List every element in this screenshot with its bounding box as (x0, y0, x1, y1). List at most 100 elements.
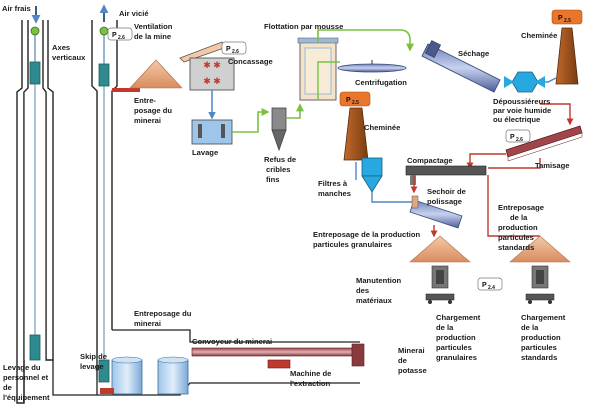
skip-loader (100, 388, 114, 394)
label-manutention-3: matériaux (356, 296, 393, 305)
label-entreposage-std-5: standards (498, 243, 534, 252)
label-charg-gran-1: Chargement (436, 313, 481, 322)
top-chimney (551, 9, 583, 85)
pm-badge-crushing: P 2.6 (221, 41, 247, 55)
label-manutention-2: des (356, 286, 369, 295)
label-entreposage-std-2: de la (510, 213, 528, 222)
label-charg-gran-5: granulaires (436, 353, 477, 362)
granular-loading (425, 265, 455, 304)
left-shaft-cage-bottom (29, 334, 41, 361)
ore-pile-top (129, 59, 183, 89)
label-charg-std-4: particules (521, 343, 557, 352)
standard-storage-pile (509, 235, 571, 263)
left-shaft-cage-top (29, 61, 41, 85)
label-sechoir-1: Sechoir de (427, 187, 466, 196)
label-air-frais: Air frais (2, 4, 31, 13)
mid-chimney (339, 91, 371, 161)
label-machine-2: l'extraction (290, 379, 331, 388)
label-air-vicie: Air vicié (119, 9, 149, 18)
svg-text:2.6: 2.6 (118, 35, 125, 41)
label-charg-gran-2: de la (436, 323, 454, 332)
compaction-unit (405, 165, 487, 185)
label-skip-1: Skip de (80, 352, 107, 361)
label-entreposage-std-3: production (498, 223, 538, 232)
screen-rejects-cone (271, 107, 287, 152)
label-cheminee-top: Cheminée (521, 31, 557, 40)
label-entreposage-std-4: particules (498, 233, 534, 242)
label-entreposage-2: posage du (134, 106, 172, 115)
label-ventilation-2: de la mine (134, 32, 171, 41)
label-minerai-potasse-3: potasse (398, 366, 427, 375)
svg-text:2.6: 2.6 (232, 49, 239, 55)
label-refus-2: cribles (266, 165, 290, 174)
label-entreposage-gran-1: Entreposage de la production (313, 230, 421, 239)
label-charg-gran-3: production (436, 333, 476, 342)
svg-text:P: P (346, 97, 351, 104)
label-concassage: Concassage (228, 57, 273, 66)
pm-badge-mid-chimney: P 2.5 (346, 97, 359, 106)
left-shaft-fan-icon (30, 26, 40, 36)
label-centrifugation: Centrifugation (355, 78, 407, 87)
right-shaft-fan-icon (99, 26, 109, 36)
label-levage-4: l'équipement (3, 393, 50, 402)
svg-text:2.4: 2.4 (488, 285, 495, 291)
dust-collector (504, 71, 545, 93)
label-entreposage-gran-2: particules granulaires (313, 240, 392, 249)
label-depoussiereurs-1: Dépoussiéreurs (493, 97, 550, 106)
ore-conveyor (191, 343, 365, 369)
pm-badge-sieving: P 2.6 (505, 129, 531, 143)
label-convoyeur: Convoyeur du minerai (192, 337, 272, 346)
crusher-gear-icon: ✱ ✱ (203, 60, 221, 70)
bag-filter (361, 157, 383, 193)
label-charg-std-2: de la (521, 323, 539, 332)
washing-tank (191, 119, 233, 145)
label-filtres-1: Filtres à (318, 179, 348, 188)
centrifuge (337, 60, 407, 73)
svg-text:P: P (112, 32, 117, 39)
label-sechoir-2: polissage (427, 197, 462, 206)
label-compactage: Compactage (407, 156, 453, 165)
svg-text:2.6: 2.6 (516, 137, 523, 143)
label-flottation: Flottation par mousse (264, 22, 343, 31)
label-charg-std-3: production (521, 333, 561, 342)
drying-kiln (421, 40, 501, 93)
label-minerai-potasse-2: de (398, 356, 407, 365)
label-levage-2: personnel et (3, 373, 49, 382)
label-charg-std-1: Chargement (521, 313, 566, 322)
label-cheminee-mid: Cheminée (364, 123, 400, 132)
label-levage-3: de (3, 383, 12, 392)
label-axes-1: Axes (52, 43, 70, 52)
sieving-screen (505, 125, 583, 162)
pm-badge-top-chimney: P 2.5 (558, 15, 571, 24)
granular-storage-pile (409, 235, 471, 263)
label-depoussiereurs-2: par voie humide (493, 106, 551, 115)
svg-text:P: P (482, 282, 487, 289)
label-charg-std-5: standards (521, 353, 557, 362)
polishing-dryer (409, 195, 463, 229)
skip-cage (98, 359, 110, 383)
mine-shafts (16, 4, 360, 404)
label-depoussiereurs-3: ou électrique (493, 115, 540, 124)
label-refus-1: Refus de (264, 155, 296, 164)
pm-badge-handling: P 2.4 (477, 277, 503, 291)
label-minerai-potasse-1: Minerai (398, 346, 425, 355)
label-entreposage-minerai-1: Entreposage du (134, 309, 192, 318)
label-filtres-2: manches (318, 189, 351, 198)
label-tamisage: Tamisage (535, 161, 569, 170)
label-machine-1: Machine de (290, 369, 331, 378)
label-sechage: Séchage (458, 49, 489, 58)
pm-badge-ventilation: P 2.6 (107, 27, 133, 41)
svg-text:P: P (510, 134, 515, 141)
label-charg-gran-4: particules (436, 343, 472, 352)
label-refus-3: fins (266, 175, 280, 184)
label-entreposage-minerai-2: minerai (134, 319, 161, 328)
label-skip-2: levage (80, 362, 104, 371)
svg-text:2.5: 2.5 (564, 18, 571, 24)
label-ventilation-1: Ventilation (134, 22, 173, 31)
label-axes-2: verticaux (52, 53, 86, 62)
svg-text:P: P (226, 46, 231, 53)
svg-text:P: P (558, 15, 563, 22)
ore-bins (111, 356, 189, 395)
label-levage-1: Levage du (3, 363, 41, 372)
